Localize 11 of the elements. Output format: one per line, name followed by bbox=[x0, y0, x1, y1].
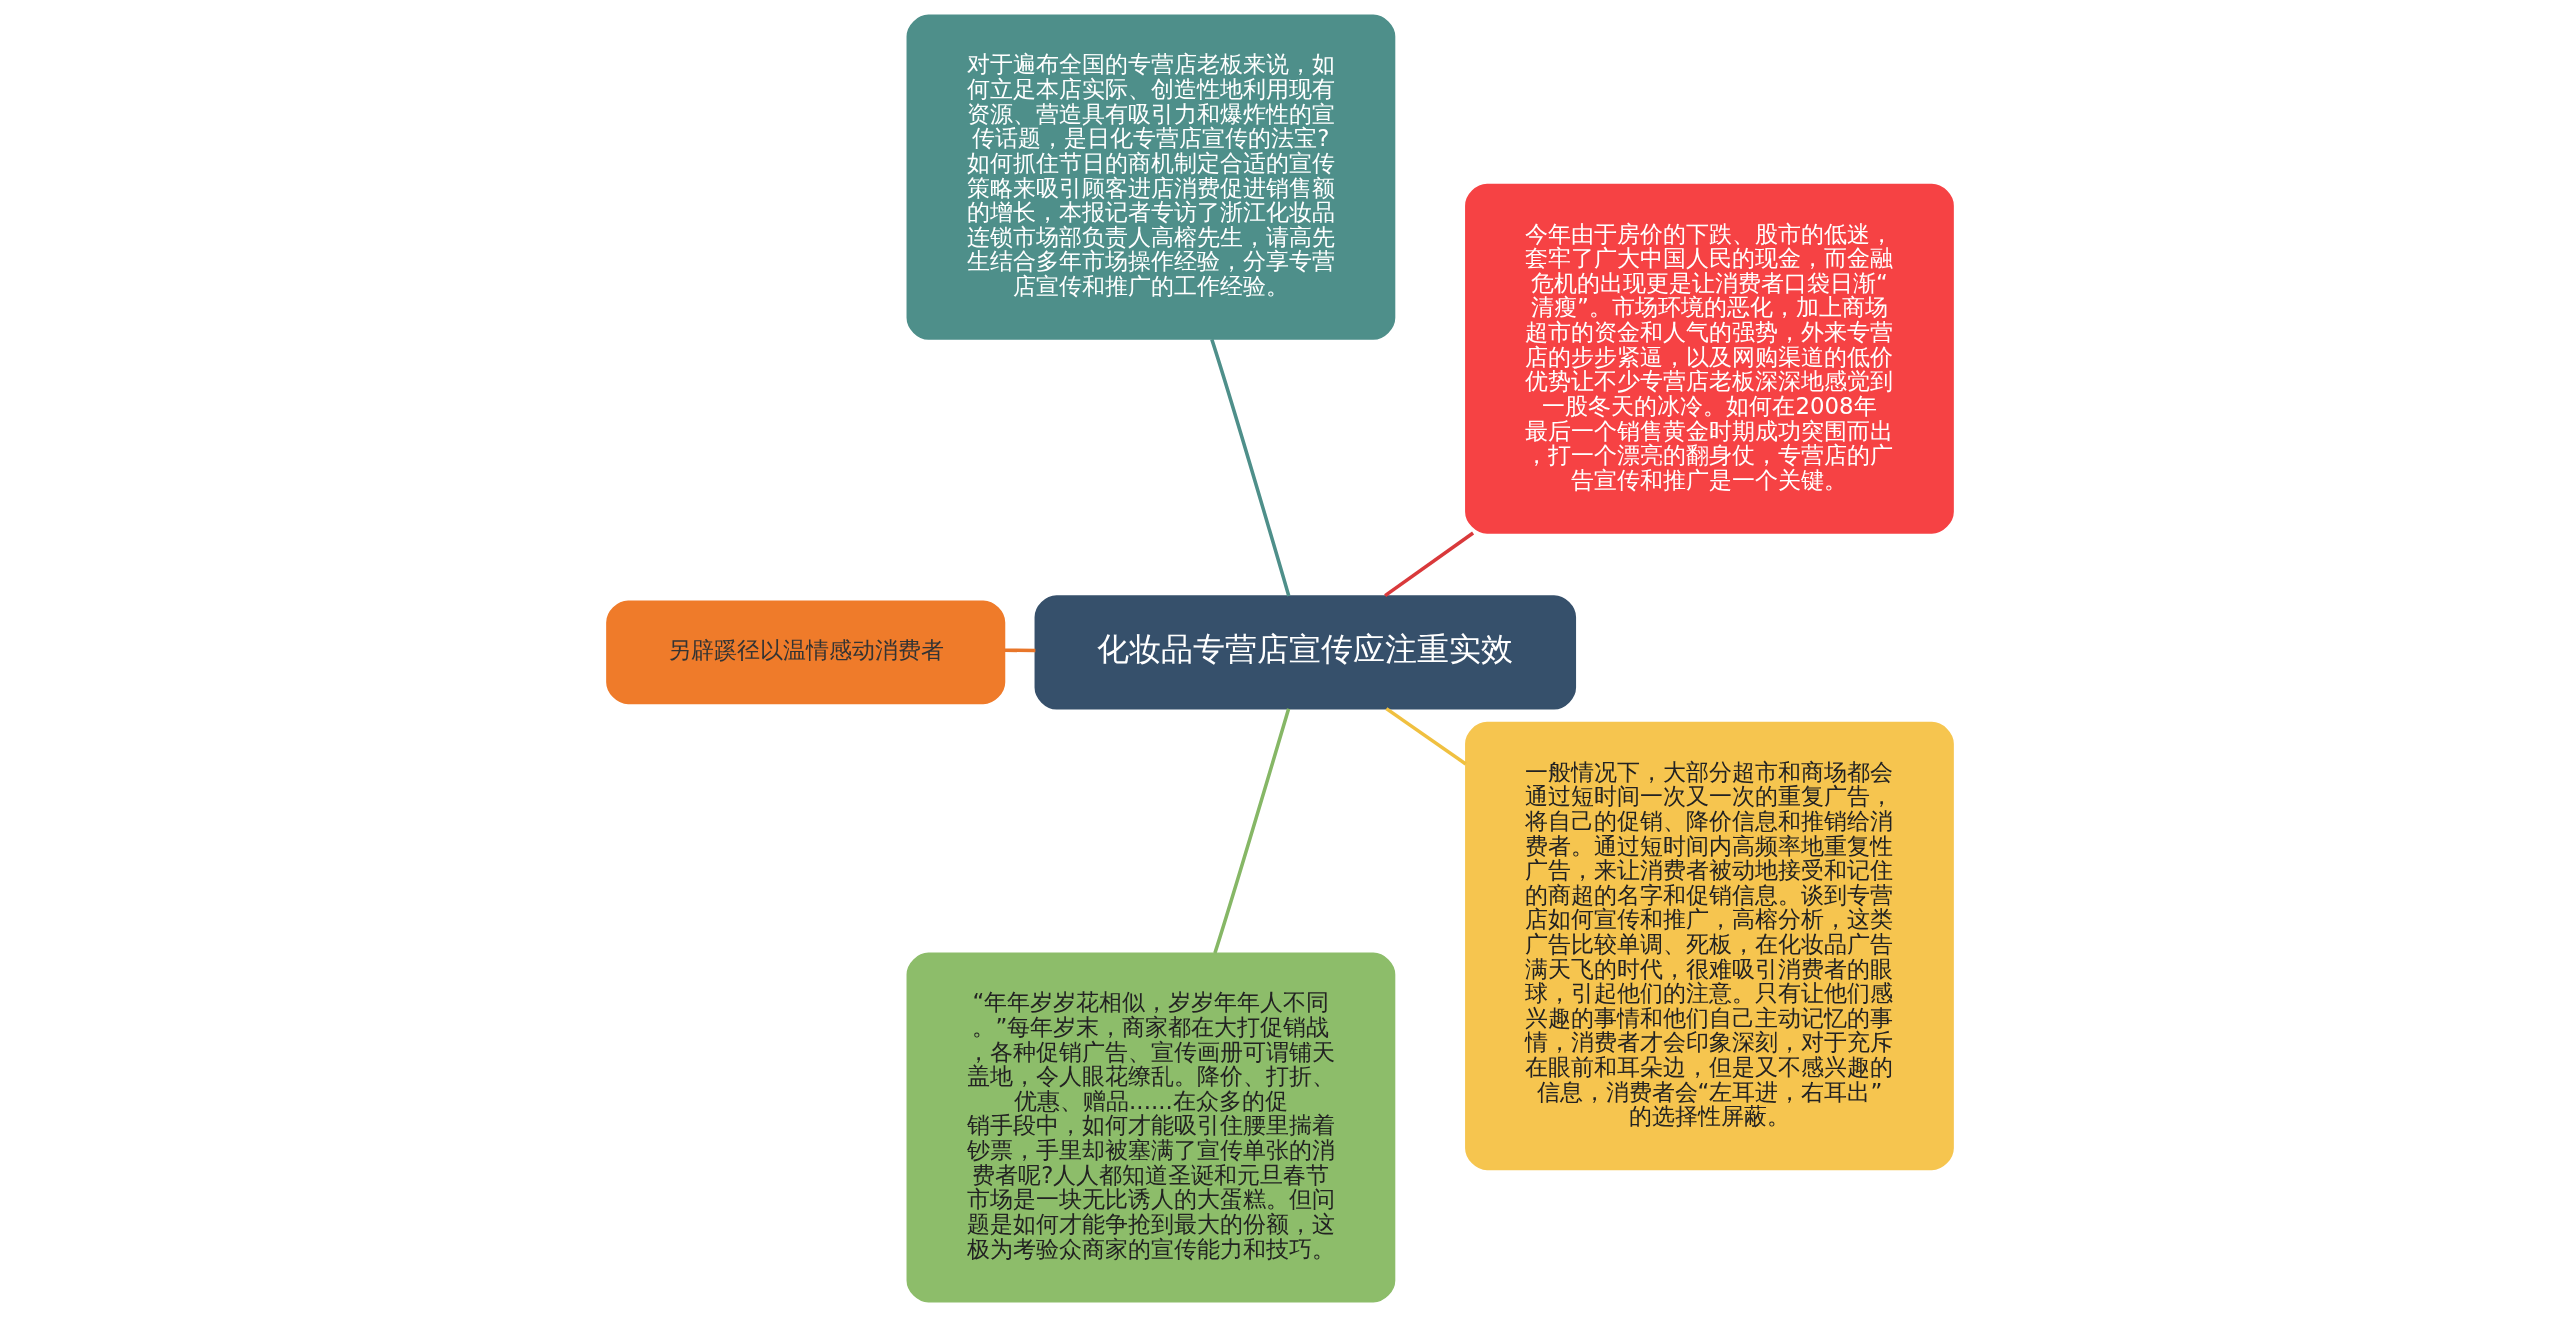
connector bbox=[1385, 707, 1467, 766]
connector bbox=[1004, 648, 1036, 653]
node-box: 一般情况下，大部分超市和商场都会通过短时间一次又一次的重复广告，将自己的促销、降价信息和推销给消费者。通过短时间内高频率地重复性广告，来让消费者被动地接受和记住的商超的名字和促销信息。谈到专营店如何宣传和推广，高榕分析，这类广告比较单调、死板，在化妆品广告满天飞的时代，很难吸引消费者的眼球，引起他们的注意。只有让他们感兴趣的事情和他们自己主动记忆的事情，消费者才会印象深刻，对于充斥在眼前和耳朵边，但是又不感兴趣的信息，消费者会“左耳进，右耳出”的选择性屏蔽。 bbox=[1465, 721, 1954, 1171]
node-box: “年年岁岁花相似，岁岁年年人不同。”每年岁末，商家都在大打促销战，各种促销广告、宣传画册可谓铺天盖地，令人眼花缭乱。降价、打折、优惠、赠品......在众多的促销手段中，如何才能吸引住腰里揣着钞票，手里却被塞满了宣传单张的消费者呢?人人都知道圣诞和元旦春节市场是一块无比诱人的大蛋糕。但问题是如何才能争抢到最大的份额，这极为考验众商家的宣传能力和技巧。 bbox=[906, 952, 1396, 1303]
node-box: 另辟蹊径以温情感动消费者 bbox=[606, 600, 1006, 705]
connector bbox=[1213, 708, 1291, 954]
node-box: 对于遍布全国的专营店老板来说，如何立足本店实际、创造性地利用现有资源、营造具有吸引力和爆炸性的宣传话题，是日化专营店宣传的法宝?如何抓住节日的商机制定合适的宣传策略来吸引顾客进店消费促进销售额的增长，本报记者专访了浙江化妆品连锁市场部负责人高榕先生，请高先生结合多年市场操作经验，分享专营店宣传和推广的工作经验。 bbox=[906, 14, 1396, 340]
node-box: 化妆品专营店宣传应注重实效 bbox=[1034, 595, 1577, 710]
connector bbox=[1210, 338, 1291, 597]
node-box: 今年由于房价的下跌、股市的低迷，套牢了广大中国人民的现金，而金融危机的出现更是让消费者口袋日渐“清瘦”。市场环境的恶化，加上商场超市的资金和人气的强势，外来专营店的步步紧逼，以及网购渠道的低价优势让不少专营店老板深深地感觉到一股冬天的冰冷。如何在2008年最后一个销售黄金时期成功突围而出，打一个漂亮的翻身仗，专营店的广告宣传和推广是一个关键。 bbox=[1465, 183, 1954, 534]
connector bbox=[1384, 531, 1475, 598]
